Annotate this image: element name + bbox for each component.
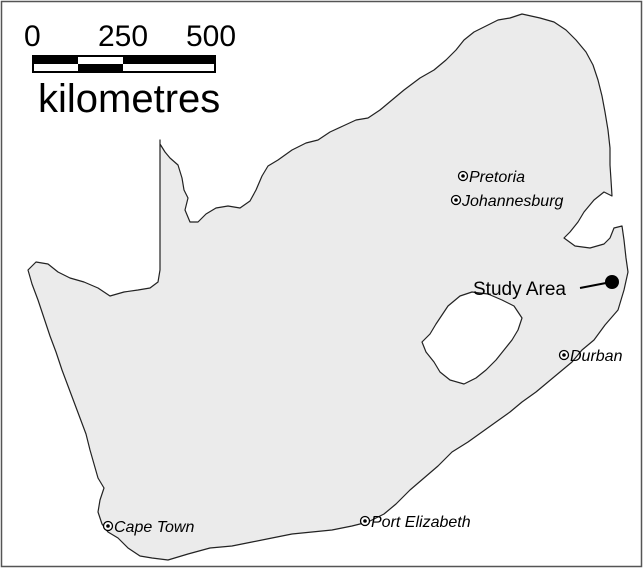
scale-tick-500: 500 [186,20,236,53]
city-port-elizabeth: Port Elizabeth [359,514,471,531]
study-area-marker: Study Area [473,275,619,300]
city-johannesburg: Johannesburg [450,193,564,210]
study-area-leader-line [579,282,607,289]
study-area-label: Study Area [473,279,566,300]
city-label: Cape Town [114,519,194,536]
scale-bar-segment [33,56,78,64]
city-label: Port Elizabeth [371,514,471,531]
study-area-point [605,275,619,289]
city-cape-town: Cape Town [102,519,194,536]
scale-bar-segment [123,56,215,64]
scale-tick-250: 250 [98,20,148,53]
city-pretoria: Pretoria [457,169,525,186]
scale-tick-0: 0 [24,20,41,53]
scale-unit-label: kilometres [38,77,220,121]
lesotho-enclave [421,291,523,385]
city-label: Durban [570,348,623,365]
south-africa-landmass [27,13,629,561]
scale-bar: 0 250 500 kilometres [24,20,236,121]
scale-bar-segment [78,64,123,72]
city-durban: Durban [558,348,623,365]
city-label: Johannesburg [461,193,564,210]
city-label: Pretoria [469,169,525,186]
